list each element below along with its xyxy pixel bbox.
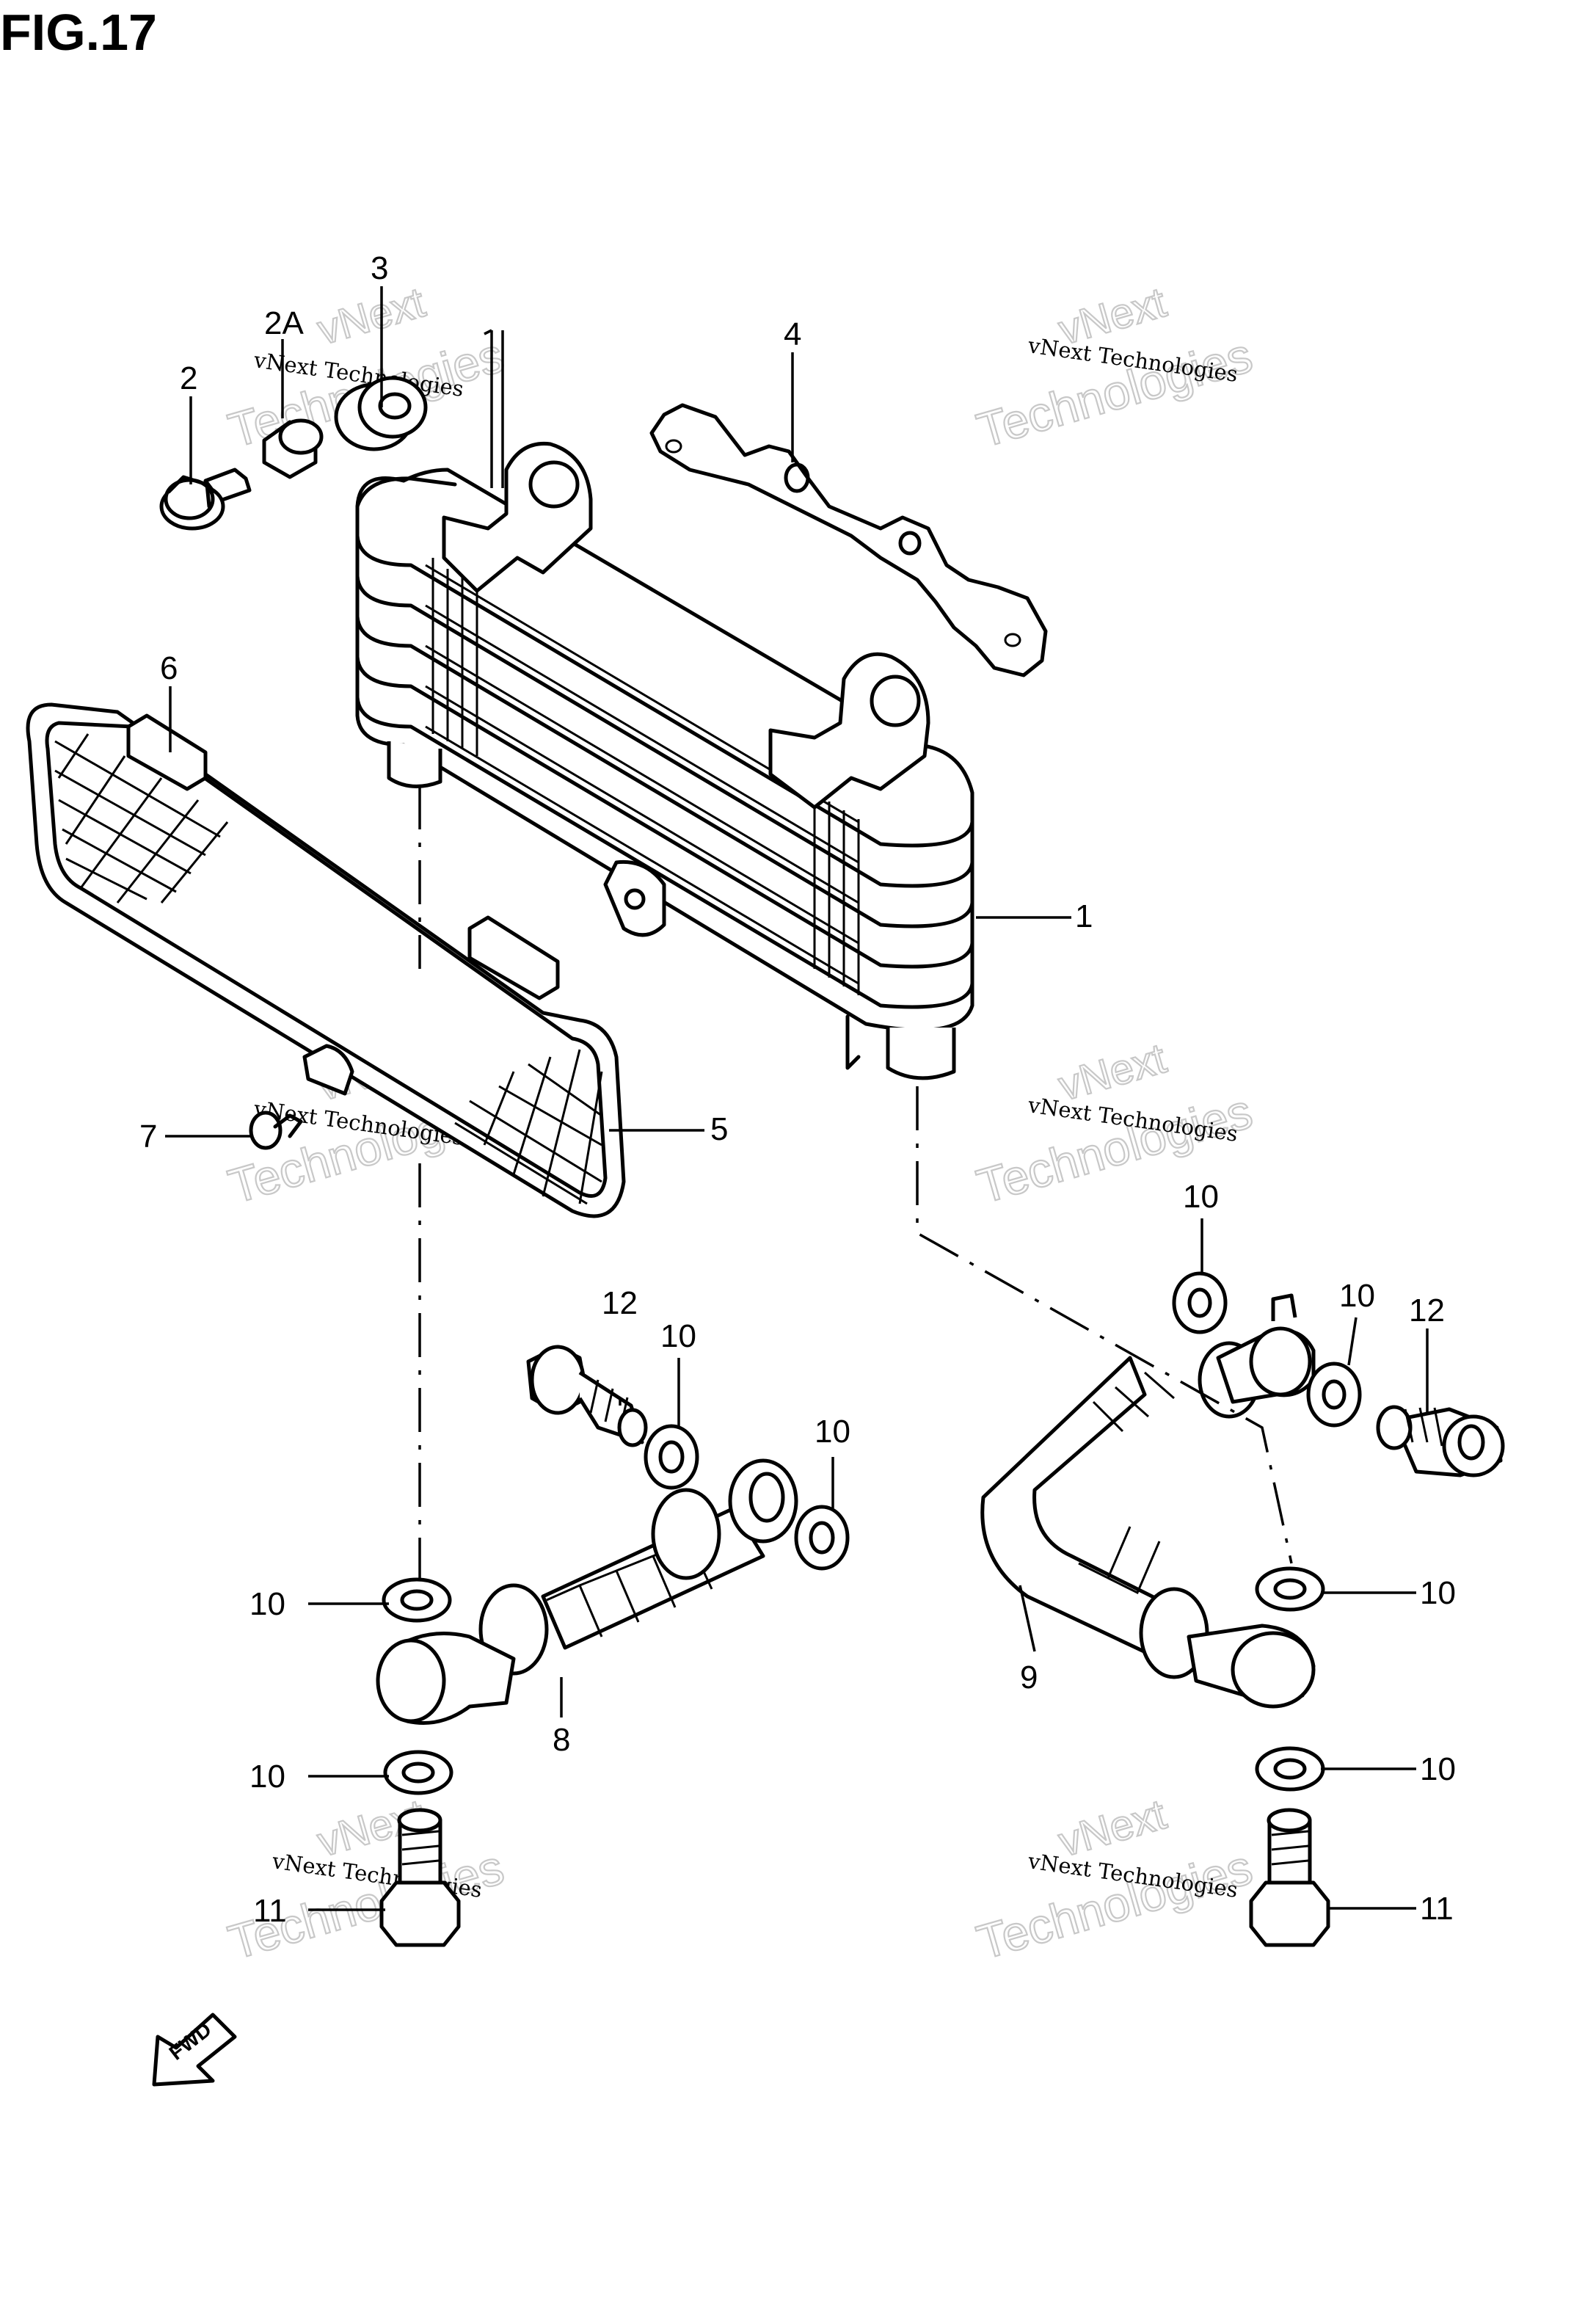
mesh-pattern-right xyxy=(454,1049,603,1205)
part-10-washer-d xyxy=(794,1505,850,1571)
callout-2: 2 xyxy=(180,360,197,396)
part-10-washer-h xyxy=(1255,1746,1325,1792)
part-8-hose-left xyxy=(376,1458,798,1725)
fwd-arrow-icon: FWD xyxy=(152,2013,237,2087)
callout-5: 5 xyxy=(710,1111,728,1147)
callout-11: 11 xyxy=(1420,1891,1454,1927)
callout-6: 6 xyxy=(160,650,178,686)
callout-12: 12 xyxy=(602,1285,638,1321)
mesh-pattern-left xyxy=(54,733,229,904)
figure-title: FIG.17 xyxy=(0,4,157,61)
part-1-oil-cooler xyxy=(355,441,974,1080)
watermark-group-5: vNext Technologies vNext Technologies xyxy=(222,1789,510,1971)
watermark-group-6: vNext Technologies vNext Technologies xyxy=(970,1789,1258,1971)
part-10-washer-g xyxy=(1255,1566,1325,1612)
callout-10: 10 xyxy=(1420,1751,1456,1787)
callout-2a: 2A xyxy=(264,305,304,341)
watermark-outline-large: Technologies xyxy=(971,1839,1258,1969)
part-12-bolt-right xyxy=(1376,1405,1505,1477)
part-2a-collar xyxy=(262,418,324,479)
part-10-washer-e xyxy=(1172,1271,1228,1334)
callout-10: 10 xyxy=(1183,1179,1219,1215)
leader-lines xyxy=(165,286,1429,1911)
callout-7: 7 xyxy=(139,1119,157,1155)
watermark-group-2: vNext Technologies vNext Technologies xyxy=(970,277,1258,459)
part-11-union-bolt-right xyxy=(1249,1808,1330,1947)
callout-11: 11 xyxy=(253,1893,287,1929)
part-7-screw xyxy=(249,1110,303,1150)
part-11-union-bolt-left xyxy=(379,1808,461,1947)
callout-10: 10 xyxy=(249,1759,285,1795)
callouts: 3 2A 2 4 6 1 5 7 8 9 10 10 11 12 10 10 1… xyxy=(139,250,1456,1929)
part-2-bolt xyxy=(159,468,252,531)
callout-10: 10 xyxy=(660,1318,696,1354)
part-12-bolt-left xyxy=(526,1345,648,1447)
part-9-hose-right xyxy=(980,1293,1316,1709)
assembly-lines xyxy=(418,785,1293,1578)
part-5-grille-guard xyxy=(26,702,626,1218)
part-3-grommet xyxy=(334,376,428,451)
part-10-washer-c xyxy=(644,1424,699,1490)
callout-1: 1 xyxy=(1075,898,1093,934)
callout-9: 9 xyxy=(1020,1660,1038,1695)
callout-10: 10 xyxy=(1339,1278,1375,1314)
callout-10: 10 xyxy=(815,1414,850,1450)
callout-8: 8 xyxy=(553,1722,570,1758)
callout-12: 12 xyxy=(1409,1293,1445,1328)
callout-3: 3 xyxy=(371,250,388,286)
callout-10: 10 xyxy=(1420,1575,1456,1611)
part-10-washer-f xyxy=(1306,1362,1362,1428)
callout-4: 4 xyxy=(784,316,801,352)
watermark-outline-small: vNext xyxy=(313,278,430,354)
part-10-washer-b xyxy=(383,1750,453,1795)
callout-10: 10 xyxy=(249,1586,285,1622)
part-4-bracket xyxy=(649,403,1048,677)
part-10-washer-a xyxy=(382,1577,452,1623)
